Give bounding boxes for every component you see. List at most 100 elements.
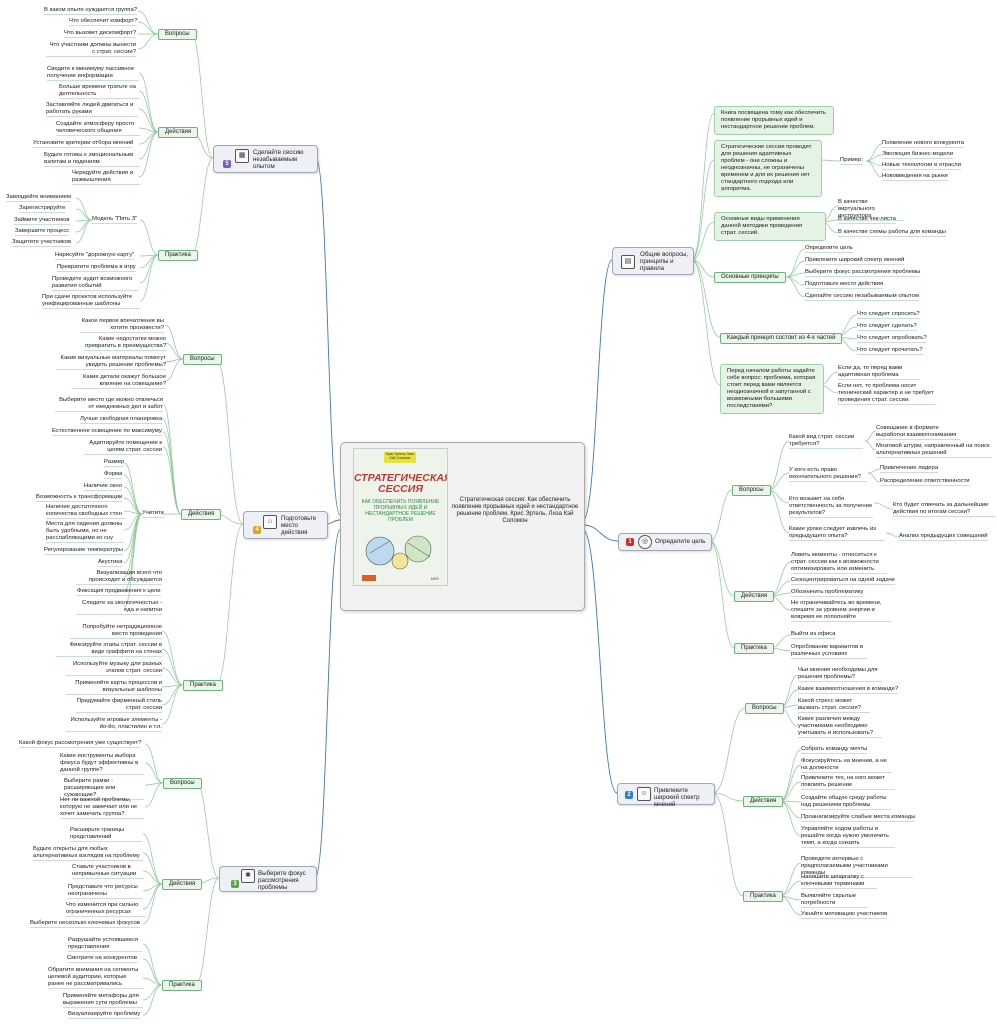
b3-a5: Что изменится при сильно ограниченных ре… [66,902,139,915]
b4-actions-label[interactable]: Действия [181,509,222,520]
b4-q2: Какие недостатки можно превратить в преи… [85,336,166,349]
b2-q1: Чьи мнения необходимы для решения пробле… [798,667,878,680]
connector [139,219,159,256]
b4-a1: Выберите место где можно отвлечься от еж… [59,397,163,410]
connector [138,90,159,133]
connector [779,862,802,897]
b1-q3a: Кто будет отвечать за дальнейшие действи… [893,502,989,515]
b1-q1a: Совещание в формате выработки взаимопони… [876,425,957,438]
connector [142,852,163,885]
b2-a5: Проанализируйте слабые места команды [801,814,916,820]
connector [691,159,715,261]
b2-a3: Привлеките тех, на кого может повлиять р… [801,775,885,788]
b2-p1: Проведите интервью с предполагаемыми уча… [801,856,888,876]
connector [123,462,143,515]
principle-5: Сделайте сессию незабываемым опытом [805,293,920,299]
connector [142,870,163,885]
b2-a4: Создайте общую среду работы над решением… [801,795,887,808]
consider-7: Регулирование температуры [44,547,123,553]
b3-p3: Обратите внимания на сегменты целевой ау… [48,967,139,987]
principles-label[interactable]: Основные принципы [714,272,786,283]
topic-1-label: Определите цель [655,538,706,545]
b1-actions-label[interactable]: Действия [734,591,775,602]
b3-actions-label[interactable]: Действия [162,879,203,890]
b1-practice-label[interactable]: Практика [734,643,774,654]
b3-practice-label[interactable]: Практика [162,980,202,991]
b4-q3: Какие визуальные материалы помогут увиде… [60,355,166,368]
b3-a2: Будьте открыты для любых альтернативных … [33,846,140,859]
connector [161,667,184,686]
b2-questions-label[interactable]: Вопросы [745,703,784,714]
b5-questions-label[interactable]: Вопросы [158,29,197,40]
b2-p4: Узнайте мотивацию участников [801,911,888,917]
connector [75,219,93,244]
part-4: Что следует прочитать? [857,347,923,353]
book-icon: ▤ [621,255,635,269]
connector [123,474,143,515]
b1-questions-label[interactable]: Вопросы [732,485,771,496]
b3-a1: Расширьте границы представлений [70,827,125,840]
connector [137,33,159,50]
general-sessions[interactable]: Стратегические сессии проводят для решен… [714,140,822,197]
connector [712,792,744,897]
connector [144,782,164,786]
five-2: Зарегистрируйте [19,205,66,211]
b3-questions-label[interactable]: Вопросы [163,778,202,789]
b4-questions-label[interactable]: Вопросы [183,354,222,365]
topic-4-place[interactable]: 4 ⌂ Подготовьте место действия [243,511,328,539]
connector [123,513,143,608]
b3-q2: Выберите рамки - расширяющие или сужающи… [64,778,116,798]
example-3: Новые технологии в отрасли [882,162,961,168]
connector [161,684,184,725]
connector [123,513,143,578]
topic-general[interactable]: ▤ Общие вопросы, принципы и правила [612,247,694,275]
consider-10: Фиксация продвижения к цели [77,588,161,594]
b1-q2a: Привлечение лидера [880,465,939,471]
general-before[interactable]: Перед началом работы задайте себе вопрос… [720,364,824,414]
b2-q3: Какой стресс может вызвать страт. сессия… [798,698,861,711]
b3-q3: Нет ли важной проблемы, которую не замеч… [60,797,138,817]
publisher-logo [362,575,376,581]
parts-label[interactable]: Каждый принцип состоит из 4-х частей [720,333,843,344]
b4-p2: Фиксируйте этапы страт. сессии в виде гр… [69,642,162,655]
b4-practice-label[interactable]: Практика [183,680,223,691]
b5-a1: Сведите к минимуму пассивное получение и… [47,66,135,79]
b2-practice-label[interactable]: Практика [743,891,783,902]
connector [865,160,883,178]
connector [582,524,619,542]
topic-2-opinions[interactable]: 2 ☺ Привлеките широкий спектр мнений [617,783,715,808]
general-uses[interactable]: Основные виды применения данной методики… [714,212,826,241]
connector [144,782,164,808]
connector [162,431,182,515]
central-topic[interactable]: Крис Эртель Лиза Кэй Соломон СТРАТЕГИЧЕС… [340,442,585,611]
connector [691,221,715,261]
use-1: В качестве виртуального инструктора [838,199,875,219]
consider-8: Акустика [98,559,123,565]
b5-a3: Заставляйте людей двигаться и работать р… [46,102,134,115]
b1-a3: Обозначить проблематику [791,589,864,595]
connector [144,743,164,784]
topic-5-experience[interactable]: 5 ▦ Сделайте сессию незабываемым опытом [213,145,318,173]
connector [138,108,159,133]
b5-practice-label[interactable]: Практика [158,250,198,261]
b3-a3: Ставьте участников в непривычные ситуаци… [72,864,137,877]
connector [142,984,163,1001]
connector [164,324,184,360]
connector [864,430,877,442]
principle-2: Привлеките широкий спектр мнений [805,257,905,263]
connector [164,342,184,360]
b2-actions-label[interactable]: Действия [743,796,784,807]
connector [865,143,883,162]
connector [195,782,220,879]
connector [709,540,735,649]
connector [123,497,143,515]
example-2: Эволюция бизнес-модели [882,151,954,157]
topic-1-goal[interactable]: 1 ◎ Определите цель [618,533,712,551]
b5-actions-label[interactable]: Действия [158,127,199,138]
connector [75,219,93,233]
use-3: В качестве схемы работы для команды [838,229,946,235]
general-intro[interactable]: Книга посвящена тому как обеспечить появ… [714,106,834,135]
b5-a6: Будьте готовы к эмоциональным взлетам и … [44,152,134,165]
b3-p2: Смотрите на конкурентов [67,955,137,961]
topic-3-focus[interactable]: 3 ✱ Выберите фокус рассмотрения проблемы [219,866,317,892]
